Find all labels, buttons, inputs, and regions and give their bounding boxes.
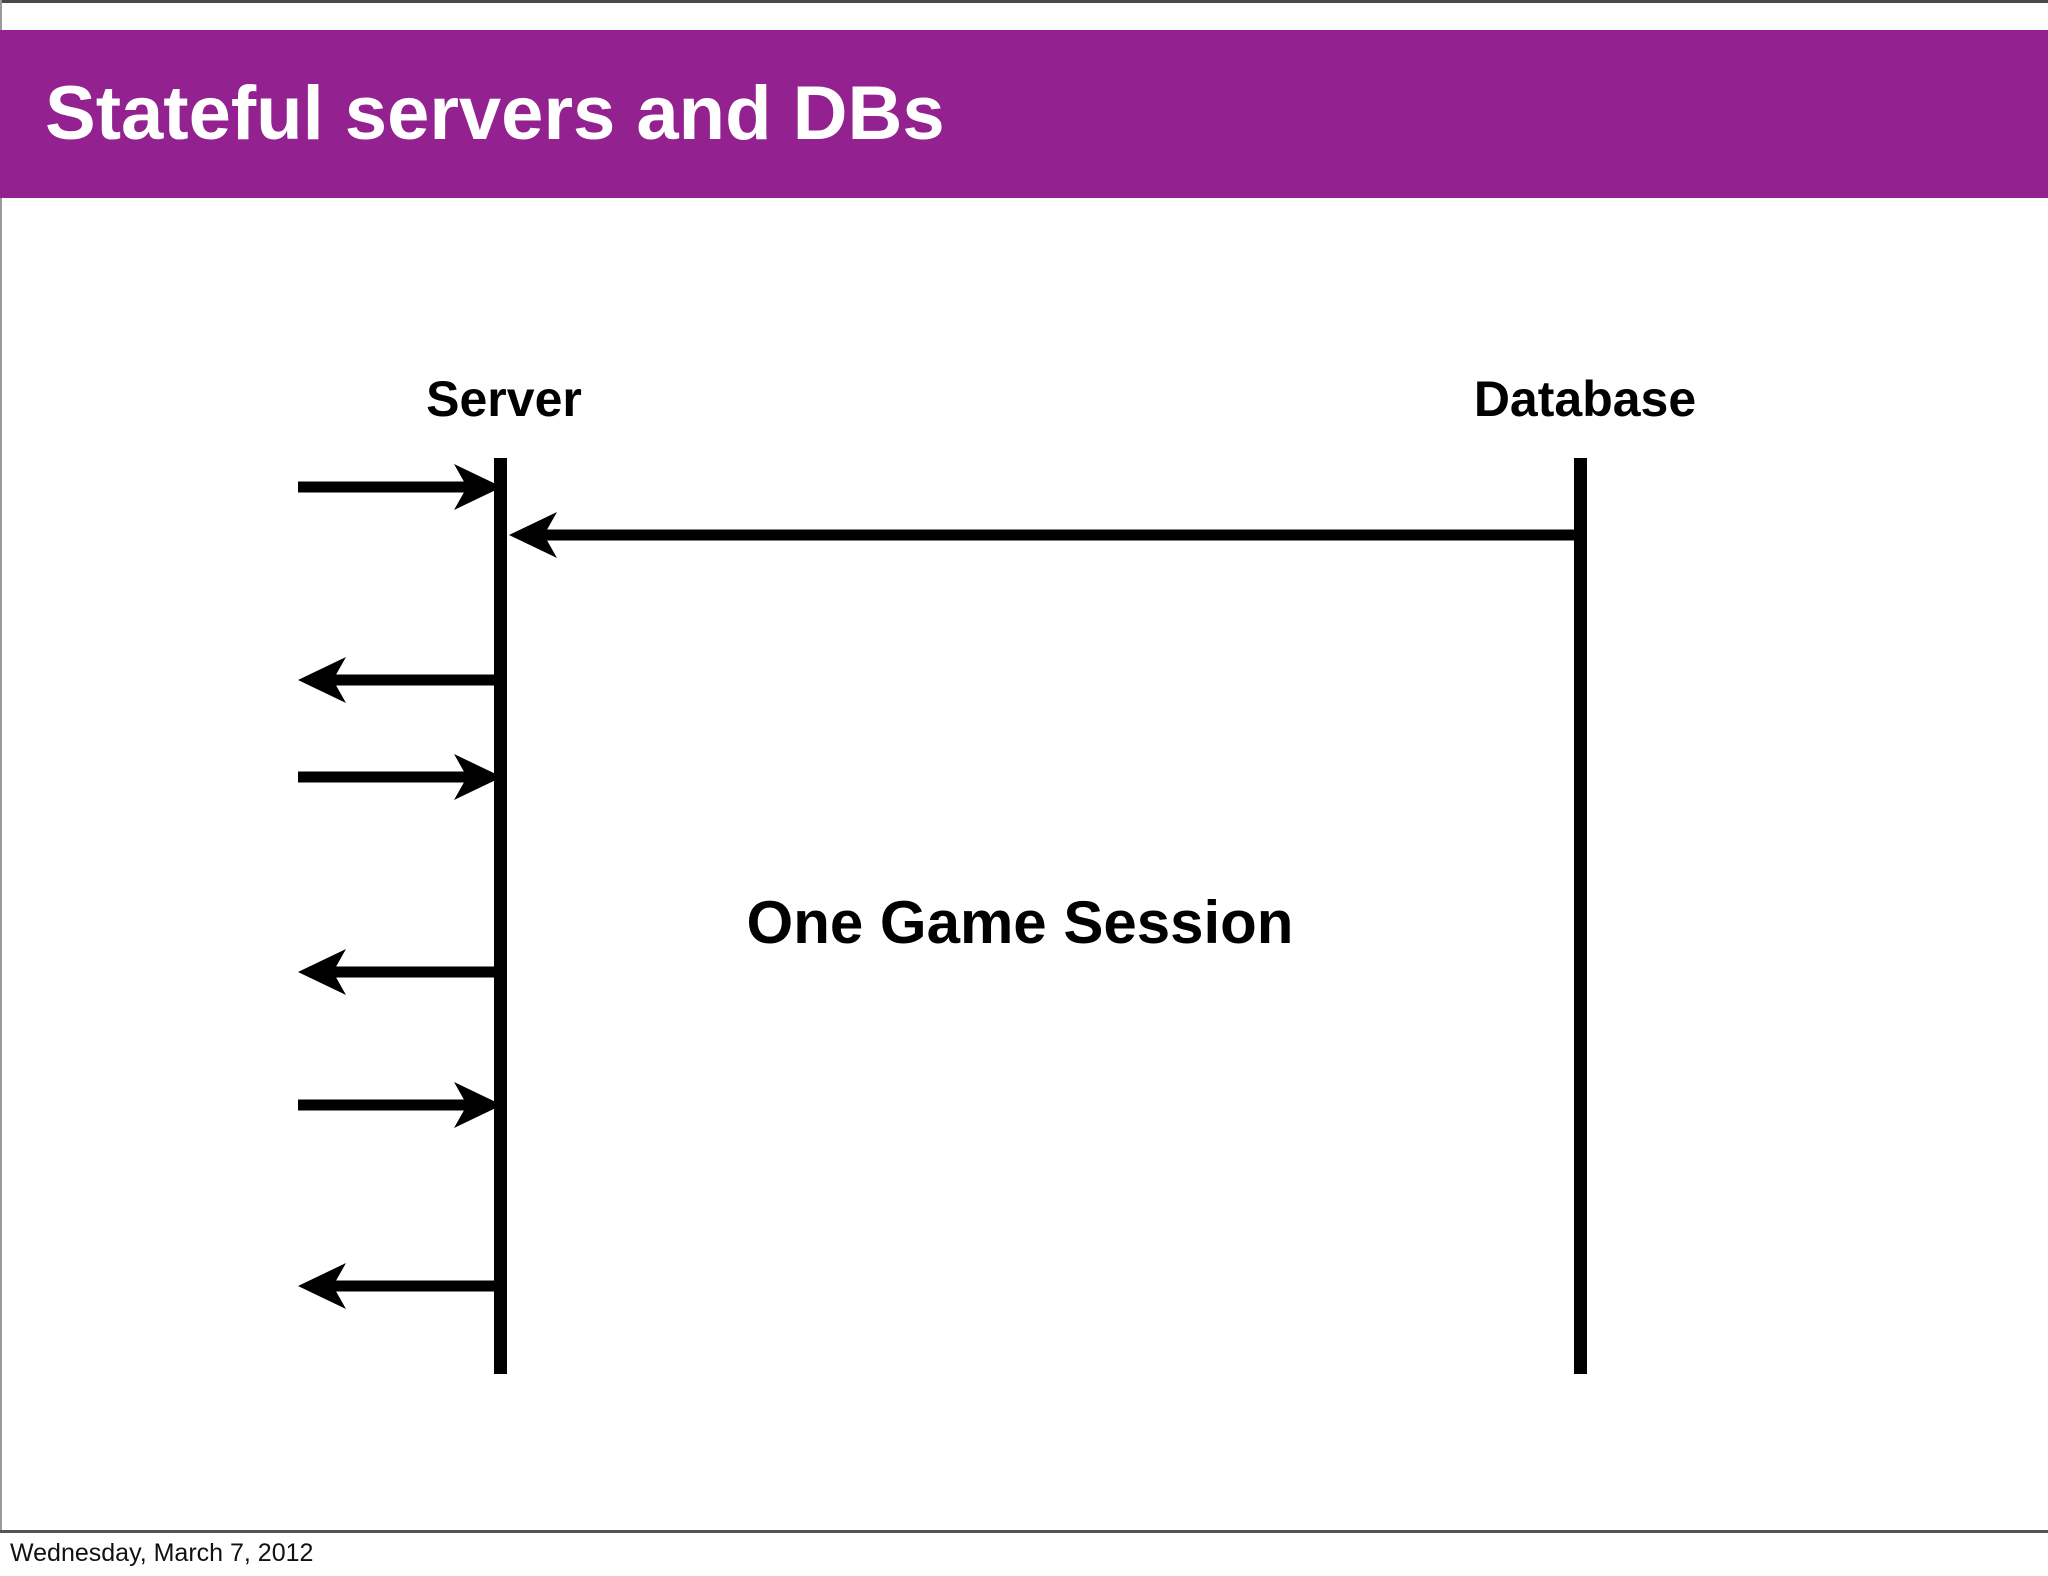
arrowhead-icon bbox=[454, 464, 502, 510]
message-arrow-server-to-client bbox=[298, 949, 500, 995]
message-arrow-server-to-client bbox=[298, 657, 500, 703]
slide-left-border bbox=[0, 0, 2, 1532]
session-label: One Game Session bbox=[746, 889, 1294, 956]
message-arrow-client-to-server bbox=[298, 1082, 502, 1128]
message-arrow-server-to-client bbox=[298, 1263, 500, 1309]
server-lifeline bbox=[494, 458, 507, 1374]
slide-title: Stateful servers and DBs bbox=[45, 71, 945, 156]
database-lifeline-label: Database bbox=[1473, 371, 1697, 427]
message-arrow-database-to-server bbox=[509, 512, 1580, 558]
database-lifeline bbox=[1574, 458, 1587, 1374]
server-lifeline-label: Server bbox=[426, 371, 582, 427]
arrowhead-icon bbox=[298, 949, 346, 995]
arrowhead-icon bbox=[298, 1263, 346, 1309]
message-arrow-client-to-server bbox=[298, 464, 502, 510]
arrowhead-icon bbox=[509, 512, 557, 558]
arrowhead-icon bbox=[454, 754, 502, 800]
footer-date: Wednesday, March 7, 2012 bbox=[10, 1539, 314, 1567]
title-bar: Stateful servers and DBs bbox=[0, 30, 2048, 198]
arrowhead-icon bbox=[454, 1082, 502, 1128]
slide-bottom-border bbox=[0, 1530, 2048, 1533]
message-arrow-client-to-server bbox=[298, 754, 502, 800]
arrowhead-icon bbox=[298, 657, 346, 703]
slide-top-border bbox=[0, 0, 2048, 3]
